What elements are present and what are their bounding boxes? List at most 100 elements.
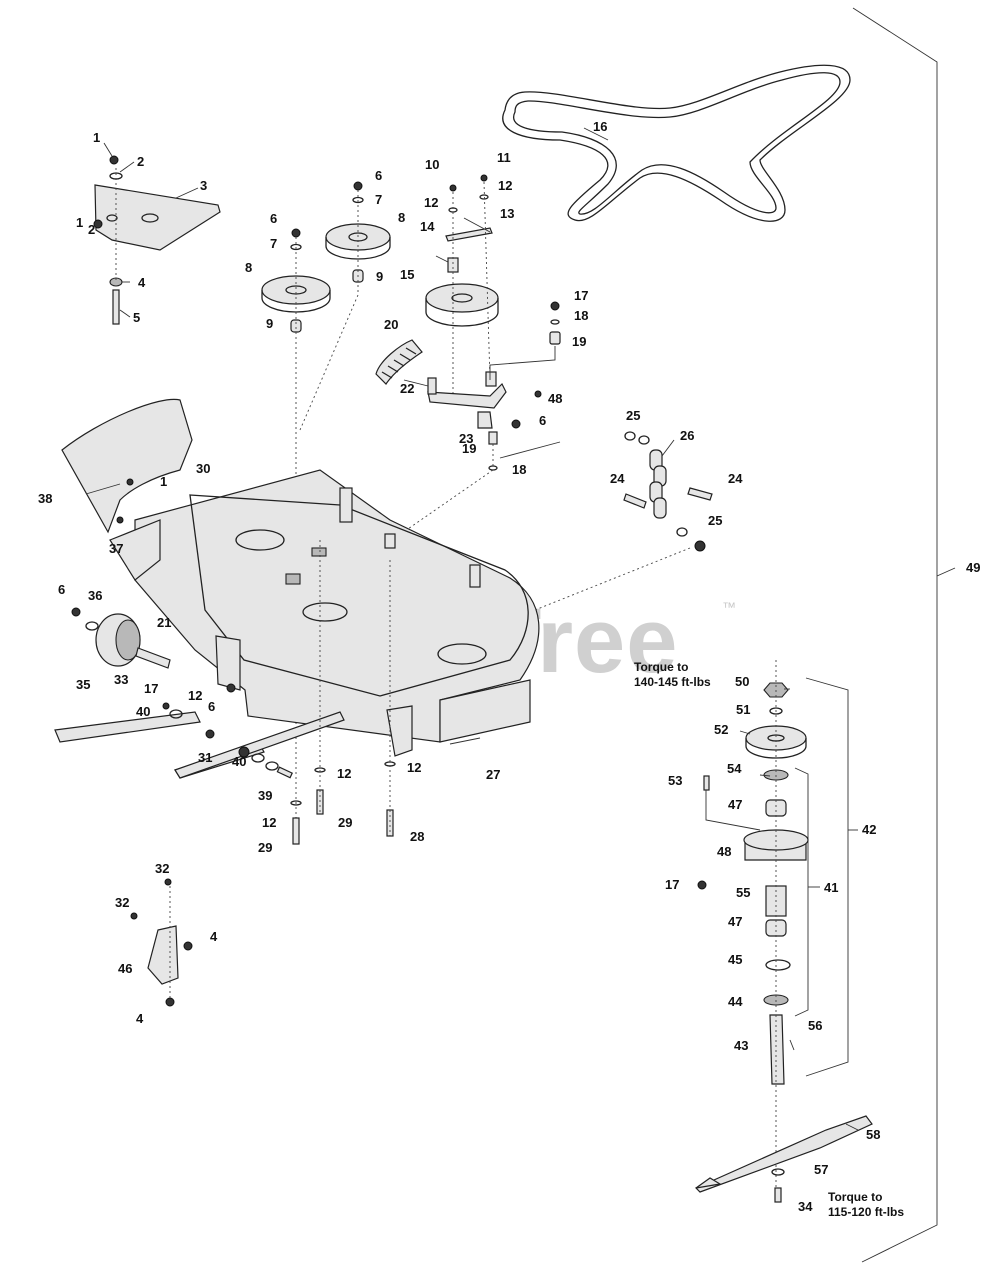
callout: 12 (407, 760, 421, 775)
callout: 3 (200, 178, 207, 193)
callout: 46 (118, 961, 132, 976)
callout: 25 (626, 408, 640, 423)
callout: 18 (574, 308, 588, 323)
leader-lines (85, 127, 859, 1131)
callout: 7 (270, 236, 277, 251)
callout: 28 (410, 829, 424, 844)
callout: 40 (232, 754, 246, 769)
mower-deck-27 (109, 469, 540, 757)
idler-pulley-15 (425, 174, 499, 400)
callout: 27 (486, 767, 500, 782)
callout: 37 (109, 541, 123, 556)
callout: 56 (808, 1018, 822, 1033)
callout: 51 (736, 702, 750, 717)
callout: 12 (498, 178, 512, 193)
blade-58 (694, 1115, 873, 1203)
callout: 19 (462, 441, 476, 456)
idler-bracket-3 (93, 155, 221, 325)
callout: 48 (717, 844, 731, 859)
callout: 48 (548, 391, 562, 406)
callout: 1 (93, 130, 100, 145)
callout: 35 (76, 677, 90, 692)
callout: 18 (512, 462, 526, 477)
callout: 33 (114, 672, 128, 687)
callout: 8 (245, 260, 252, 275)
callout: 41 (824, 880, 838, 895)
callout: 24 (728, 471, 743, 486)
callout: 1 (160, 474, 167, 489)
callout: 4 (210, 929, 218, 944)
callout: 11 (497, 150, 511, 165)
callout: 47 (728, 914, 742, 929)
callout: 53 (668, 773, 682, 788)
callout: 40 (136, 704, 150, 719)
callout: 6 (58, 582, 65, 597)
deck-hardware (290, 540, 396, 845)
callout: 13 (500, 206, 514, 221)
callout: 10 (425, 157, 439, 172)
callout: 17 (144, 681, 158, 696)
callout: 22 (400, 381, 414, 396)
torque-note-blade-line1: Torque to (828, 1190, 882, 1204)
chain-26 (509, 431, 713, 621)
callout: 9 (376, 269, 383, 284)
spring-20 (375, 339, 423, 385)
callout: 44 (728, 994, 743, 1009)
callout: 17 (574, 288, 588, 303)
spindle-assembly (697, 660, 809, 1190)
torque-note-spindle-line2: 140-145 ft-lbs (634, 675, 711, 689)
discharge-chute-38 (61, 398, 193, 534)
callout: 42 (862, 822, 876, 837)
callout: 17 (665, 877, 679, 892)
torque-note-spindle-line1: Torque to (634, 660, 688, 674)
torque-note-blade-line2: 115-120 ft-lbs (828, 1205, 904, 1219)
callout: 55 (736, 885, 750, 900)
callout: 52 (714, 722, 728, 737)
callout: 39 (258, 788, 272, 803)
callout: 26 (680, 428, 694, 443)
callout: 2 (137, 154, 144, 169)
callout: 12 (424, 195, 438, 210)
callout: 29 (338, 815, 352, 830)
callout: 6 (539, 413, 546, 428)
gauge-wheel-35 (71, 607, 171, 669)
callout: 12 (337, 766, 351, 781)
pulley-8-right (299, 181, 391, 431)
callout: 29 (258, 840, 272, 855)
callout: 24 (610, 471, 625, 486)
assembly-bracket-49 (852, 7, 956, 1263)
callout: 57 (814, 1162, 828, 1177)
callout: 47 (728, 797, 742, 812)
callout: 7 (375, 192, 382, 207)
callout: 6 (208, 699, 215, 714)
bracket-46 (130, 878, 193, 1007)
callout: 32 (155, 861, 169, 876)
lift-arm-40 (54, 683, 345, 779)
callout: 21 (157, 615, 171, 630)
callout: 6 (375, 168, 382, 183)
callout: 9 (266, 316, 273, 331)
belt-16 (502, 64, 851, 222)
callout: 34 (798, 1199, 813, 1214)
callout: 6 (270, 211, 277, 226)
spindle-brackets (794, 677, 858, 1077)
callout: 12 (262, 815, 276, 830)
callout: 30 (196, 461, 210, 476)
idler-arm-22 (391, 301, 561, 541)
watermark-trademark: ™ (722, 599, 736, 615)
callout: 32 (115, 895, 129, 910)
callout: 4 (138, 275, 146, 290)
callout: 12 (188, 688, 202, 703)
callout: 20 (384, 317, 398, 332)
callout: 43 (734, 1038, 748, 1053)
callout: 54 (727, 761, 742, 776)
callout: 2 (88, 222, 95, 237)
callout: 15 (400, 267, 414, 282)
callout: 36 (88, 588, 102, 603)
callout: 38 (38, 491, 52, 506)
callout: 58 (866, 1127, 880, 1142)
callout: 45 (728, 952, 742, 967)
callout: 1 (76, 215, 83, 230)
callout: 50 (735, 674, 749, 689)
